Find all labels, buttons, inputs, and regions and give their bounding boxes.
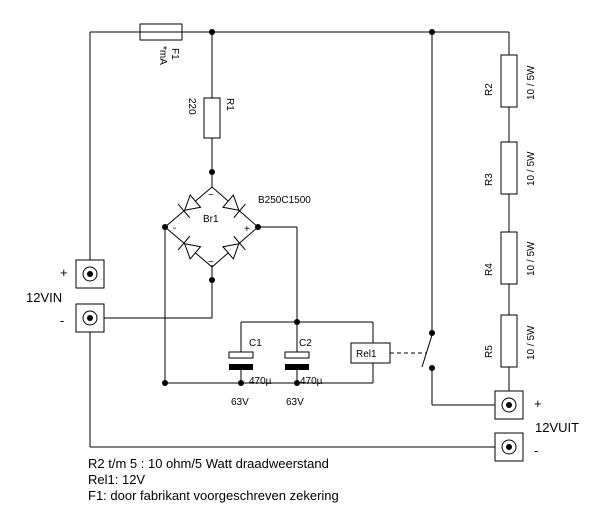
- resistor-r5-value: 10 / 5W: [526, 325, 537, 360]
- output-plus-mark: +: [534, 396, 542, 411]
- resistor-r2-value: 10 / 5W: [526, 65, 537, 100]
- bridge-name: Br1: [203, 214, 219, 225]
- capacitor-c2-name: C2: [299, 338, 312, 349]
- relay-rel1-name: Rel1: [356, 349, 377, 360]
- resistor-r4: R4 10 / 5W: [484, 231, 537, 285]
- resistor-r1: R1 220: [186, 97, 235, 139]
- capacitor-c2-voltage: 63V: [286, 397, 304, 408]
- resistor-r4-value: 10 / 5W: [526, 241, 537, 276]
- capacitor-c1-voltage: 63V: [231, 397, 249, 408]
- bridge-type: B250C1500: [258, 195, 311, 206]
- bridge-rectifier-br1: ~ ~ - + Br1 B250C1500: [164, 186, 311, 268]
- terminal-input-minus: -: [60, 303, 105, 333]
- bridge-ac-top-mark: ~: [208, 190, 214, 201]
- resistor-r2-name: R2: [484, 83, 495, 96]
- note-line: F1: door fabrikant voorgeschreven zekeri…: [88, 488, 339, 503]
- diode-d3: [177, 235, 202, 260]
- diode-d2: [222, 194, 246, 219]
- notes: R2 t/m 5 : 10 ohm/5 Watt draadweerstand …: [88, 456, 339, 503]
- fuse-f1-name: F1: [169, 48, 180, 60]
- resistor-r5-name: R5: [484, 345, 495, 358]
- terminal-input-plus: +: [60, 259, 105, 289]
- diode-d1: [177, 194, 202, 219]
- note-line: R2 t/m 5 : 10 ohm/5 Watt draadweerstand: [88, 456, 329, 471]
- relay-rel1: Rel1: [350, 342, 391, 364]
- note-line: Rel1: 12V: [88, 472, 145, 487]
- resistor-r3: R3 10 / 5W: [484, 141, 537, 195]
- resistor-r5: R5 10 / 5W: [484, 314, 537, 368]
- output-label: 12VUIT: [535, 420, 579, 435]
- capacitor-c1: C1 470µ 63V: [228, 338, 272, 408]
- wires: [89, 31, 510, 448]
- junction-dots: [162, 29, 435, 386]
- resistor-r1-value: 220: [186, 98, 197, 115]
- bridge-plus-mark: +: [244, 224, 250, 235]
- resistor-r2: R2 10 / 5W: [484, 54, 537, 108]
- input-plus-mark: +: [60, 265, 68, 280]
- capacitor-c1-name: C1: [249, 338, 262, 349]
- fuse-f1-value: *mA: [157, 46, 168, 65]
- resistor-r3-value: 10 / 5W: [526, 151, 537, 186]
- resistor-r4-name: R4: [484, 263, 495, 276]
- capacitor-c2-value: 470µ: [300, 376, 323, 387]
- bridge-ac-bottom-mark: ~: [208, 257, 214, 268]
- resistor-r3-name: R3: [484, 173, 495, 186]
- resistor-r1-name: R1: [224, 98, 235, 111]
- terminal-output-minus: -: [494, 432, 538, 462]
- diode-d4: [222, 235, 246, 260]
- capacitor-c2: C2 470µ 63V: [284, 338, 323, 408]
- output-minus-mark: -: [534, 443, 538, 458]
- capacitor-c1-value: 470µ: [249, 376, 272, 387]
- terminal-output-plus: +: [494, 390, 542, 420]
- fuse-f1: F1 *mA: [139, 23, 183, 65]
- input-minus-mark: -: [60, 313, 64, 328]
- input-label: 12VIN: [26, 290, 62, 305]
- bridge-minus-mark: -: [173, 223, 176, 234]
